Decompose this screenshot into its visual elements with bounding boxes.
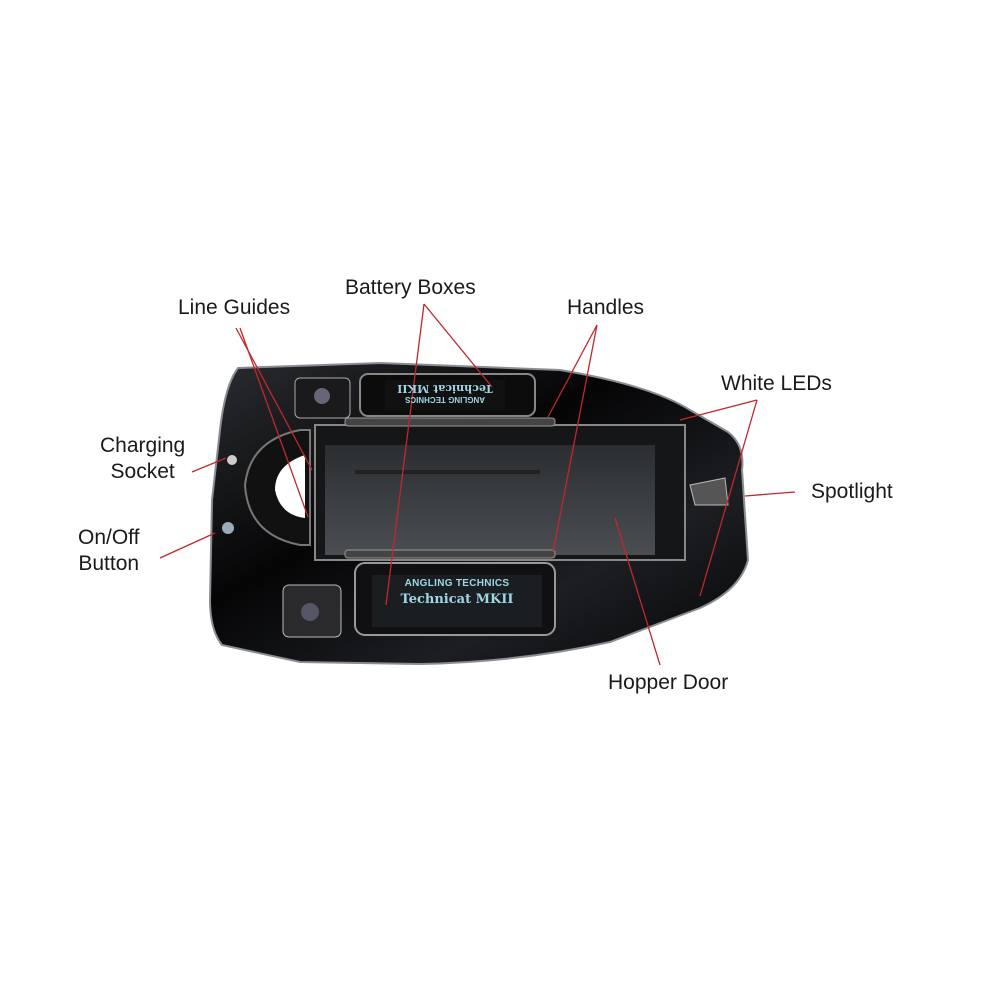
battery-brand-text: ANGLING TECHNICS xyxy=(404,578,510,589)
label-charging-line2: Socket xyxy=(110,460,175,483)
battery-label-bottom: ANGLING TECHNICS Technicat MKII xyxy=(372,578,542,607)
leader-handles-2 xyxy=(552,324,598,553)
battery-box-bottom xyxy=(354,562,556,636)
label-charging-socket: Charging Socket xyxy=(100,433,185,485)
label-battery-boxes: Battery Boxes xyxy=(345,276,476,299)
top-square-housing xyxy=(294,377,351,419)
battery-model-text-top: Technicat MKII xyxy=(397,382,493,395)
leader-battery-2 xyxy=(385,303,425,606)
battery-label-top: ANGLING TECHNICS Technicat MKII xyxy=(385,382,505,404)
label-spotlight: Spotlight xyxy=(811,480,893,503)
battery-brand-text-top: ANGLING TECHNICS xyxy=(405,395,485,404)
leader-lines xyxy=(159,303,796,666)
on-off-button xyxy=(222,522,234,534)
label-on-off-button: On/Off Button xyxy=(78,525,139,577)
leader-spotlight xyxy=(744,491,796,497)
leader-onoff xyxy=(159,532,216,559)
leader-leds-2 xyxy=(699,399,758,597)
bottom-square-housing xyxy=(282,584,342,638)
leader-leds-1 xyxy=(679,399,758,421)
label-charging-line1: Charging xyxy=(100,434,186,457)
leader-charging xyxy=(191,457,227,473)
battery-model-text: Technicat MKII xyxy=(400,592,514,607)
label-line-guides: Line Guides xyxy=(178,296,291,319)
label-handles: Handles xyxy=(567,296,645,319)
charging-socket xyxy=(227,455,237,465)
label-onoff-line2: Button xyxy=(78,552,140,575)
label-white-leds: White LEDs xyxy=(721,372,832,395)
label-hopper-door: Hopper Door xyxy=(608,671,729,694)
spotlight xyxy=(689,477,729,506)
hopper-tray xyxy=(314,424,686,561)
label-onoff-line1: On/Off xyxy=(78,526,140,549)
leader-handles-1 xyxy=(547,324,598,418)
battery-box-top xyxy=(359,373,536,417)
leader-line-guides-2 xyxy=(239,327,309,518)
leader-hopper xyxy=(614,517,661,666)
leader-battery-1 xyxy=(423,303,493,388)
handles xyxy=(344,417,556,559)
